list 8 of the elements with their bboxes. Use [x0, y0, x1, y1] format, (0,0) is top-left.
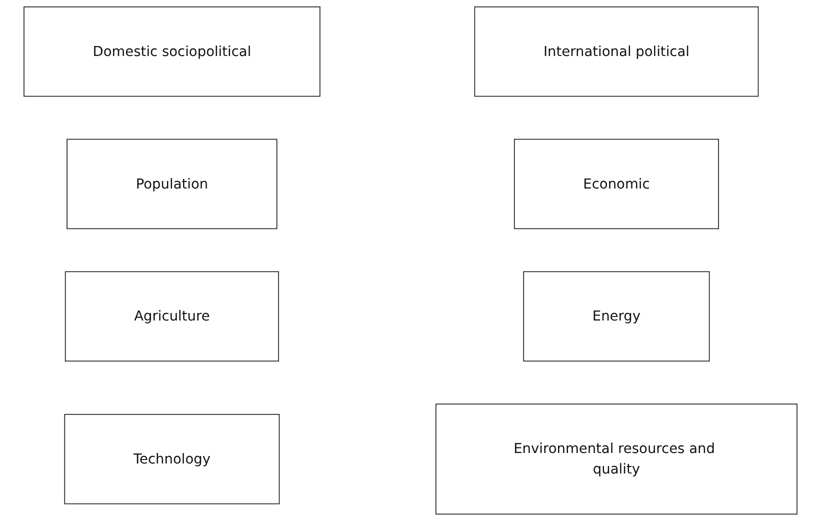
node-box: Energy [523, 271, 710, 362]
node-box: Agriculture [64, 271, 279, 362]
node-box: International political [474, 6, 759, 97]
node-box: Technology [64, 414, 280, 504]
node-box: Domestic sociopolitical [24, 6, 320, 97]
node-box: Environmental resources and quality [436, 404, 798, 515]
node-box: Economic [514, 138, 719, 230]
node-box: Population [66, 138, 278, 230]
